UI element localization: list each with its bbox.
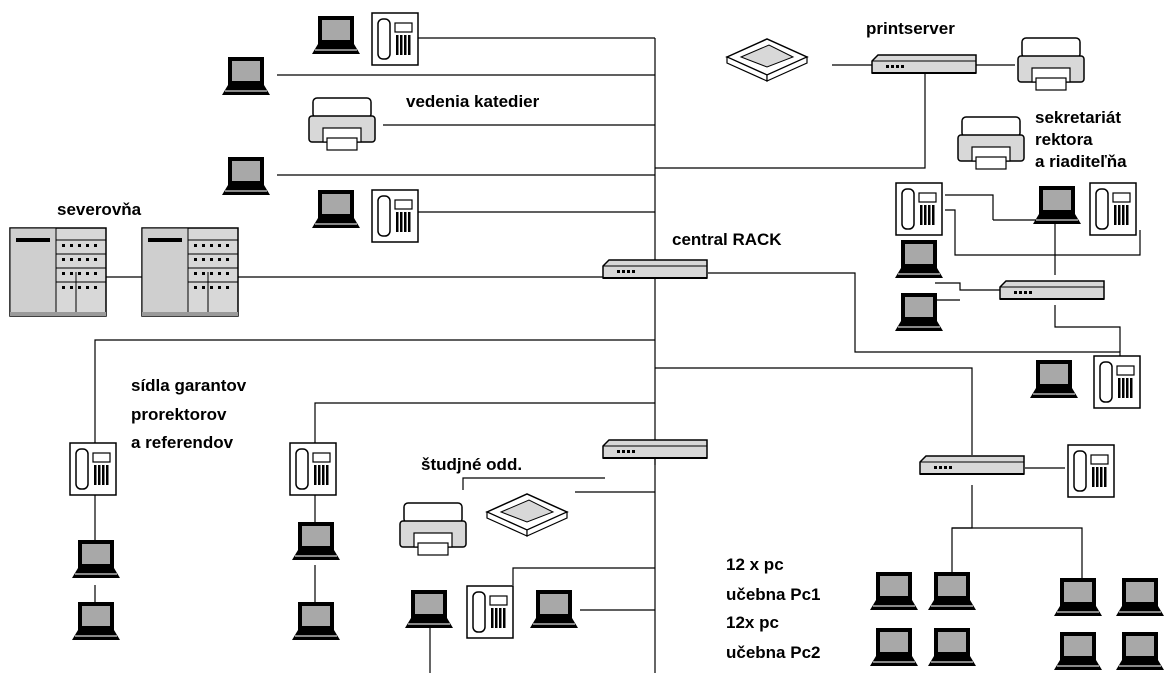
phone-icon [466, 585, 514, 639]
switch-icon [999, 280, 1105, 300]
laptop-icon [1054, 578, 1102, 616]
laptop-icon [1116, 632, 1164, 670]
phone-icon [1089, 182, 1137, 236]
label-sidla-line1: sídla garantov [131, 376, 247, 395]
label-sekretariat-line2: rektora [1035, 130, 1093, 149]
phone-icon [895, 182, 943, 236]
label-pc2-room: učebna Pc2 [726, 643, 821, 662]
laptop-icon [895, 240, 943, 278]
laptop-icon [530, 590, 578, 628]
laptop-icon [222, 57, 270, 95]
laptop-icon [72, 540, 120, 578]
phone-icon [69, 442, 117, 496]
network-wires [94, 37, 1141, 673]
laptop-icon [312, 16, 360, 54]
server-icon [9, 227, 107, 317]
scanner-icon [485, 493, 569, 537]
laptop-icon [1054, 632, 1102, 670]
label-sidla-line2: prorektorov [131, 405, 227, 424]
printer-icon [1017, 37, 1085, 91]
laptop-icon [1030, 360, 1078, 398]
laptop-icon [928, 628, 976, 666]
switch-icon [871, 54, 977, 74]
laptop-icon [292, 602, 340, 640]
label-studijne-odd: študjné odd. [421, 455, 523, 474]
switch-icon [602, 259, 708, 279]
phone-icon [1093, 355, 1141, 409]
laptop-icon [895, 293, 943, 331]
laptop-icon [405, 590, 453, 628]
laptop-icon [870, 628, 918, 666]
label-central-rack: central RACK [672, 230, 782, 249]
network-devices [9, 12, 1164, 670]
laptop-icon [312, 190, 360, 228]
label-severovna: severovňa [57, 200, 142, 219]
label-pc1-room: učebna Pc1 [726, 585, 821, 604]
printer-icon [308, 97, 376, 151]
laptop-icon [222, 157, 270, 195]
switch-icon [919, 455, 1025, 475]
laptop-icon [72, 602, 120, 640]
laptop-icon [292, 522, 340, 560]
phone-icon [1067, 444, 1115, 498]
server-icon [141, 227, 239, 317]
laptop-icon [928, 572, 976, 610]
label-sekretariat-line3: a riaditeľňa [1035, 152, 1127, 171]
label-vedenia-katedier: vedenia katedier [406, 92, 540, 111]
label-pc1-count: 12 x pc [726, 555, 784, 574]
laptop-icon [870, 572, 918, 610]
switch-icon [602, 439, 708, 459]
laptop-icon [1033, 186, 1081, 224]
phone-icon [289, 442, 337, 496]
scanner-icon [725, 38, 809, 82]
phone-icon [371, 189, 419, 243]
printer-icon [957, 116, 1025, 170]
label-printserver: printserver [866, 19, 955, 38]
printer-icon [399, 502, 467, 556]
laptop-icon [1116, 578, 1164, 616]
label-sidla-line3: a referendov [131, 433, 234, 452]
phone-icon [371, 12, 419, 66]
label-pc2-count: 12x pc [726, 613, 779, 632]
label-sekretariat-line1: sekretariát [1035, 108, 1122, 127]
